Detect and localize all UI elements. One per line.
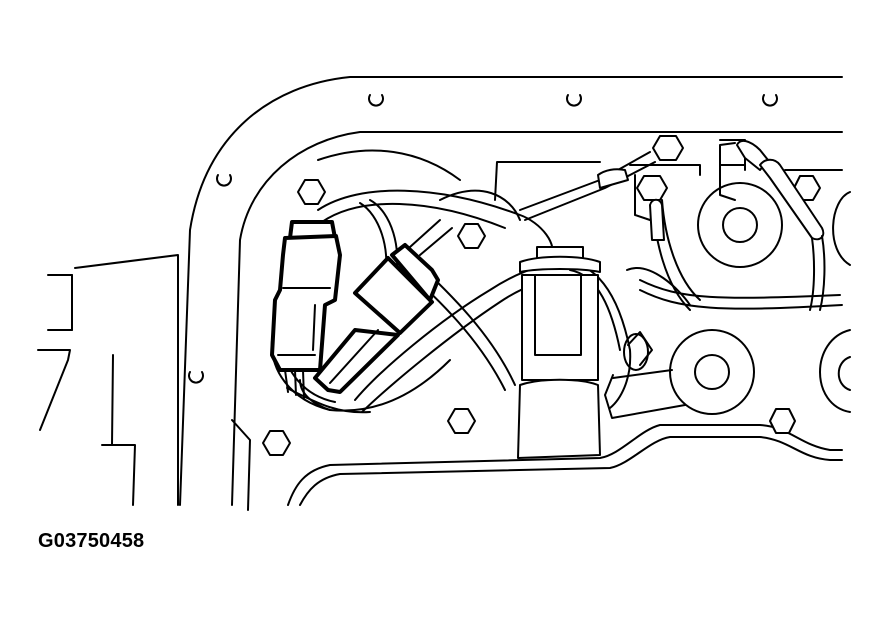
- bore-lower-right: [820, 330, 850, 412]
- hex-bolt-1: [298, 180, 325, 204]
- hex-bolt-4: [637, 176, 667, 200]
- bolt-hole-4: [217, 175, 231, 186]
- bolt-hole-1: [369, 95, 383, 106]
- solenoid-center: [518, 247, 600, 458]
- wire-boot: [598, 169, 664, 240]
- bore-lower-center-outer: [670, 330, 754, 414]
- hex-bolt-3: [653, 136, 683, 160]
- bolt-hole-3: [763, 95, 777, 106]
- hex-bolt-6: [263, 431, 290, 455]
- bolt-hole-5: [189, 372, 203, 383]
- bore-upper-right: [833, 192, 850, 265]
- transmission-case-left: [38, 255, 178, 505]
- gasket-outline: [180, 77, 842, 510]
- bore-upper-center-outer: [698, 183, 782, 267]
- solenoid-upper-right: [720, 141, 824, 310]
- bolt-hole-2: [567, 95, 581, 106]
- gasket-bolt-holes: [189, 95, 777, 383]
- solenoid-bracket: [605, 332, 685, 418]
- bore-lower-right-inner: [839, 357, 850, 390]
- bore-upper-center-inner: [723, 208, 757, 242]
- small-connector-center: [315, 220, 452, 392]
- figure-id-label: G03750458: [38, 530, 145, 552]
- bore-lower-center-inner: [695, 355, 729, 389]
- hex-bolt-7: [448, 409, 475, 433]
- valve-bores: [670, 183, 850, 414]
- hex-bolt-8: [770, 409, 795, 433]
- large-connector-left: [272, 222, 340, 398]
- hex-bolt-2: [458, 224, 485, 248]
- valve-body-upper-plate: [318, 140, 842, 309]
- hex-bolts: [263, 136, 820, 455]
